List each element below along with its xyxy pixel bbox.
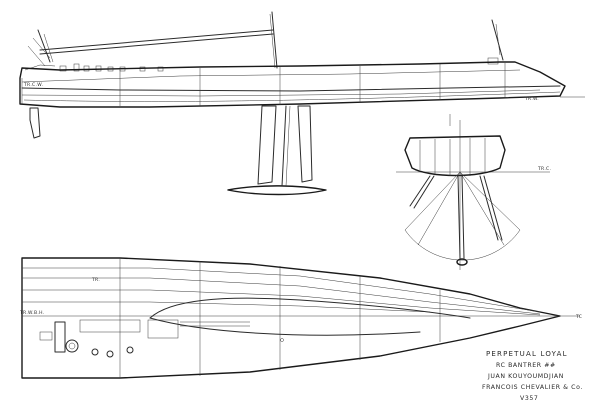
plan-bow-tag: TC (575, 314, 582, 320)
side-profile-view: TR.C.W. TR.W. (19, 11, 585, 196)
section-tag: TR.C. (537, 166, 551, 172)
profile-left-tag: TR.C.W. (23, 82, 43, 88)
midship-section-view: TR.C. (396, 114, 551, 270)
plan-inner-tag: TR. (91, 277, 100, 283)
title-block-line-4: FRANCOIS CHEVALIER & Co. (482, 384, 583, 391)
plan-view: TR.W.B.H. TR. TC (19, 257, 582, 379)
plan-left-tag: TR.W.B.H. (19, 310, 44, 316)
title-block-line-5: V357 (520, 395, 538, 402)
title-block-line-3: JUAN KOUYOUMDJIAN (487, 373, 564, 380)
appendages-profile (29, 105, 327, 196)
deck-fittings (24, 57, 499, 72)
title-block-title: PERPETUAL LOYAL (486, 350, 568, 358)
hull-profile (19, 61, 585, 108)
title-block: PERPETUAL LOYAL RC BANTRER ## JUAN KOUYO… (482, 350, 583, 402)
deck-layout-plan (39, 319, 284, 358)
title-block-line-2: RC BANTRER ## (496, 362, 556, 369)
profile-right-tag: TR.W. (524, 96, 539, 102)
rigging (27, 11, 504, 69)
